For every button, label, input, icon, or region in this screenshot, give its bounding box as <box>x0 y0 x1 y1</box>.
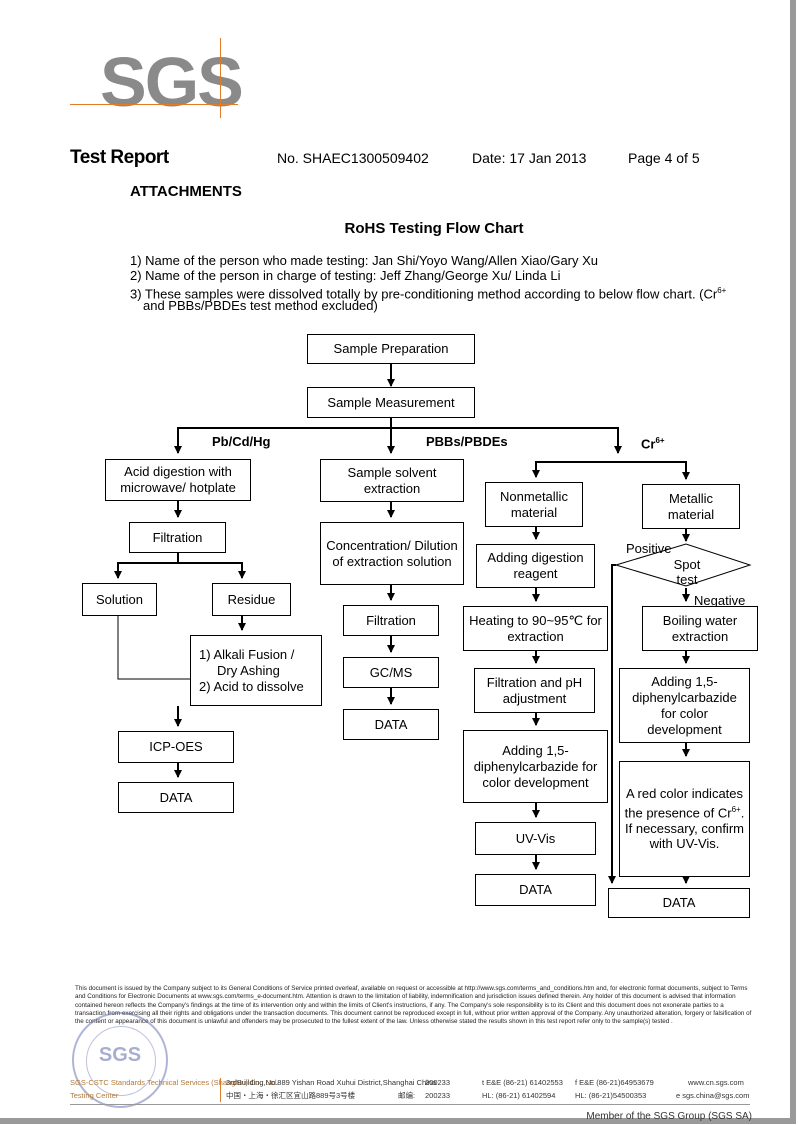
box-data-nonmetallic: DATA <box>475 874 596 906</box>
note-2: 2) Name of the person in charge of testi… <box>130 268 561 283</box>
spot-test-decision: Spot test <box>673 557 701 587</box>
box-icp-oes: ICP-OES <box>118 731 234 763</box>
branch-label-cr6: Cr6+ <box>641 436 665 451</box>
footer-testing-center: Testing Center <box>70 1091 119 1100</box>
box-sample-solvent-extraction: Sample solvent extraction <box>320 459 464 502</box>
box-adding-digestion-reagent: Adding digestion reagent <box>476 544 595 588</box>
box-adding-dpc-nonmetallic: Adding 1,5-diphenylcarbazide for color d… <box>463 730 608 803</box>
footer-zip-label-cn: 邮编: <box>398 1091 416 1100</box>
box-solution: Solution <box>82 583 157 616</box>
box-sample-preparation: Sample Preparation <box>307 334 475 364</box>
footer-tel-ee: t E&E (86-21) 61402553 <box>482 1078 563 1087</box>
box-data-middle: DATA <box>343 709 439 740</box>
box-filtration-ph: Filtration and pH adjustment <box>474 668 595 713</box>
logo-rule-vertical <box>220 38 221 118</box>
legal-disclaimer: This document is issued by the Company s… <box>75 985 752 1026</box>
logo-rule-horizontal <box>70 104 238 105</box>
branch-label-pb-cd-hg: Pb/Cd/Hg <box>212 434 271 449</box>
footer-address-cn: 中国・上海・徐汇区宜山路889号3号楼 <box>226 1091 356 1100</box>
box-heating: Heating to 90~95℃ for extraction <box>463 606 608 651</box>
red-color-text-1: A red color indicates the presence of Cr <box>624 786 744 821</box>
box-boiling-water-extraction: Boiling water extraction <box>642 606 758 651</box>
company-seal-stamp: SGS <box>72 1012 168 1108</box>
member-of-sgs-group: Member of the SGS Group (SGS SA) <box>586 1111 752 1122</box>
alkali-line-3: 2) Acid to dissolve <box>199 678 304 694</box>
stamp-inner-ring <box>86 1026 156 1096</box>
page-number: Page 4 of 5 <box>628 150 700 166</box>
label-negative: Negative <box>694 593 746 608</box>
note-3-text: 3) These samples were dissolved totally … <box>130 286 718 302</box>
footer-company-name: SGS-CSTC Standards Technical Services (S… <box>70 1078 279 1087</box>
flow-chart-title: RoHS Testing Flow Chart <box>344 220 524 237</box>
footer-zip-cn: 200233 <box>425 1091 451 1100</box>
stamp-text: SGS <box>98 1044 142 1066</box>
box-filtration-middle: Filtration <box>343 605 439 636</box>
branch-label-cr6-superscript: 6+ <box>655 436 665 445</box>
logo-text: SGS <box>100 43 244 121</box>
box-uv-vis: UV-Vis <box>475 822 596 855</box>
box-filtration-left: Filtration <box>129 522 226 553</box>
alkali-line-2: Dry Ashing <box>217 662 280 678</box>
report-date: Date: 17 Jan 2013 <box>472 150 587 166</box>
footer-fax-ee: f E&E (86-21)64953679 <box>575 1078 654 1087</box>
note-3: 3) These samples were dissolved totally … <box>130 283 726 301</box>
footer-rule <box>70 1104 750 1105</box>
box-data-metallic: DATA <box>608 888 750 918</box>
box-data-left: DATA <box>118 782 234 813</box>
note-3-superscript: 6+ <box>717 286 727 295</box>
box-alkali-fusion: 1) Alkali Fusion / Dry Ashing 2) Acid to… <box>190 635 322 706</box>
box-metallic-material: Metallic material <box>642 484 740 529</box>
alkali-line-1: 1) Alkali Fusion / <box>199 646 295 662</box>
footer-divider <box>220 1078 221 1102</box>
red-color-superscript: 6+ <box>731 804 741 814</box>
footer-website: www.cn.sgs.com <box>688 1078 744 1087</box>
box-concentration-dilution: Concentration/ Dilution of extraction so… <box>320 522 464 585</box>
box-red-color: A red color indicates the presence of Cr… <box>619 761 750 877</box>
branch-label-cr6-text: Cr <box>641 436 656 452</box>
footer-zip-en: 200233 <box>425 1078 451 1087</box>
box-acid-digestion: Acid digestion with microwave/ hotplate <box>105 459 251 501</box>
box-nonmetallic-material: Nonmetallic material <box>485 482 583 527</box>
note-3-continued: and PBBs/PBDEs test method excluded) <box>143 298 378 313</box>
note-1: 1) Name of the person who made testing: … <box>130 253 599 268</box>
label-positive: Positive <box>626 541 672 556</box>
footer-tel-hl: HL: (86-21) 61402594 <box>482 1091 556 1100</box>
footer-email: e sgs.china@sgs.com <box>676 1091 750 1100</box>
footer-fax-hl: HL: (86-21)54500353 <box>575 1091 647 1100</box>
footer-address-en: 3rdBuilding,No.889 Yishan Road Xuhui Dis… <box>226 1078 437 1087</box>
report-number: No. SHAEC1300509402 <box>277 150 429 166</box>
branch-label-pbbs-pbdes: PBBs/PBDEs <box>426 434 508 449</box>
report-title: Test Report <box>70 147 169 168</box>
sgs-logo: SGS <box>70 38 244 121</box>
box-residue: Residue <box>212 583 291 616</box>
red-color-text: A red color indicates the presence of Cr… <box>623 786 746 851</box>
box-adding-dpc-metallic: Adding 1,5-diphenylcarbazide for color d… <box>619 668 750 743</box>
box-gc-ms: GC/MS <box>343 657 439 688</box>
attachments-heading: ATTACHMENTS <box>130 183 242 200</box>
box-sample-measurement: Sample Measurement <box>307 387 475 418</box>
red-color-text-2: . If necessary, confirm with UV-Vis. <box>625 805 745 852</box>
